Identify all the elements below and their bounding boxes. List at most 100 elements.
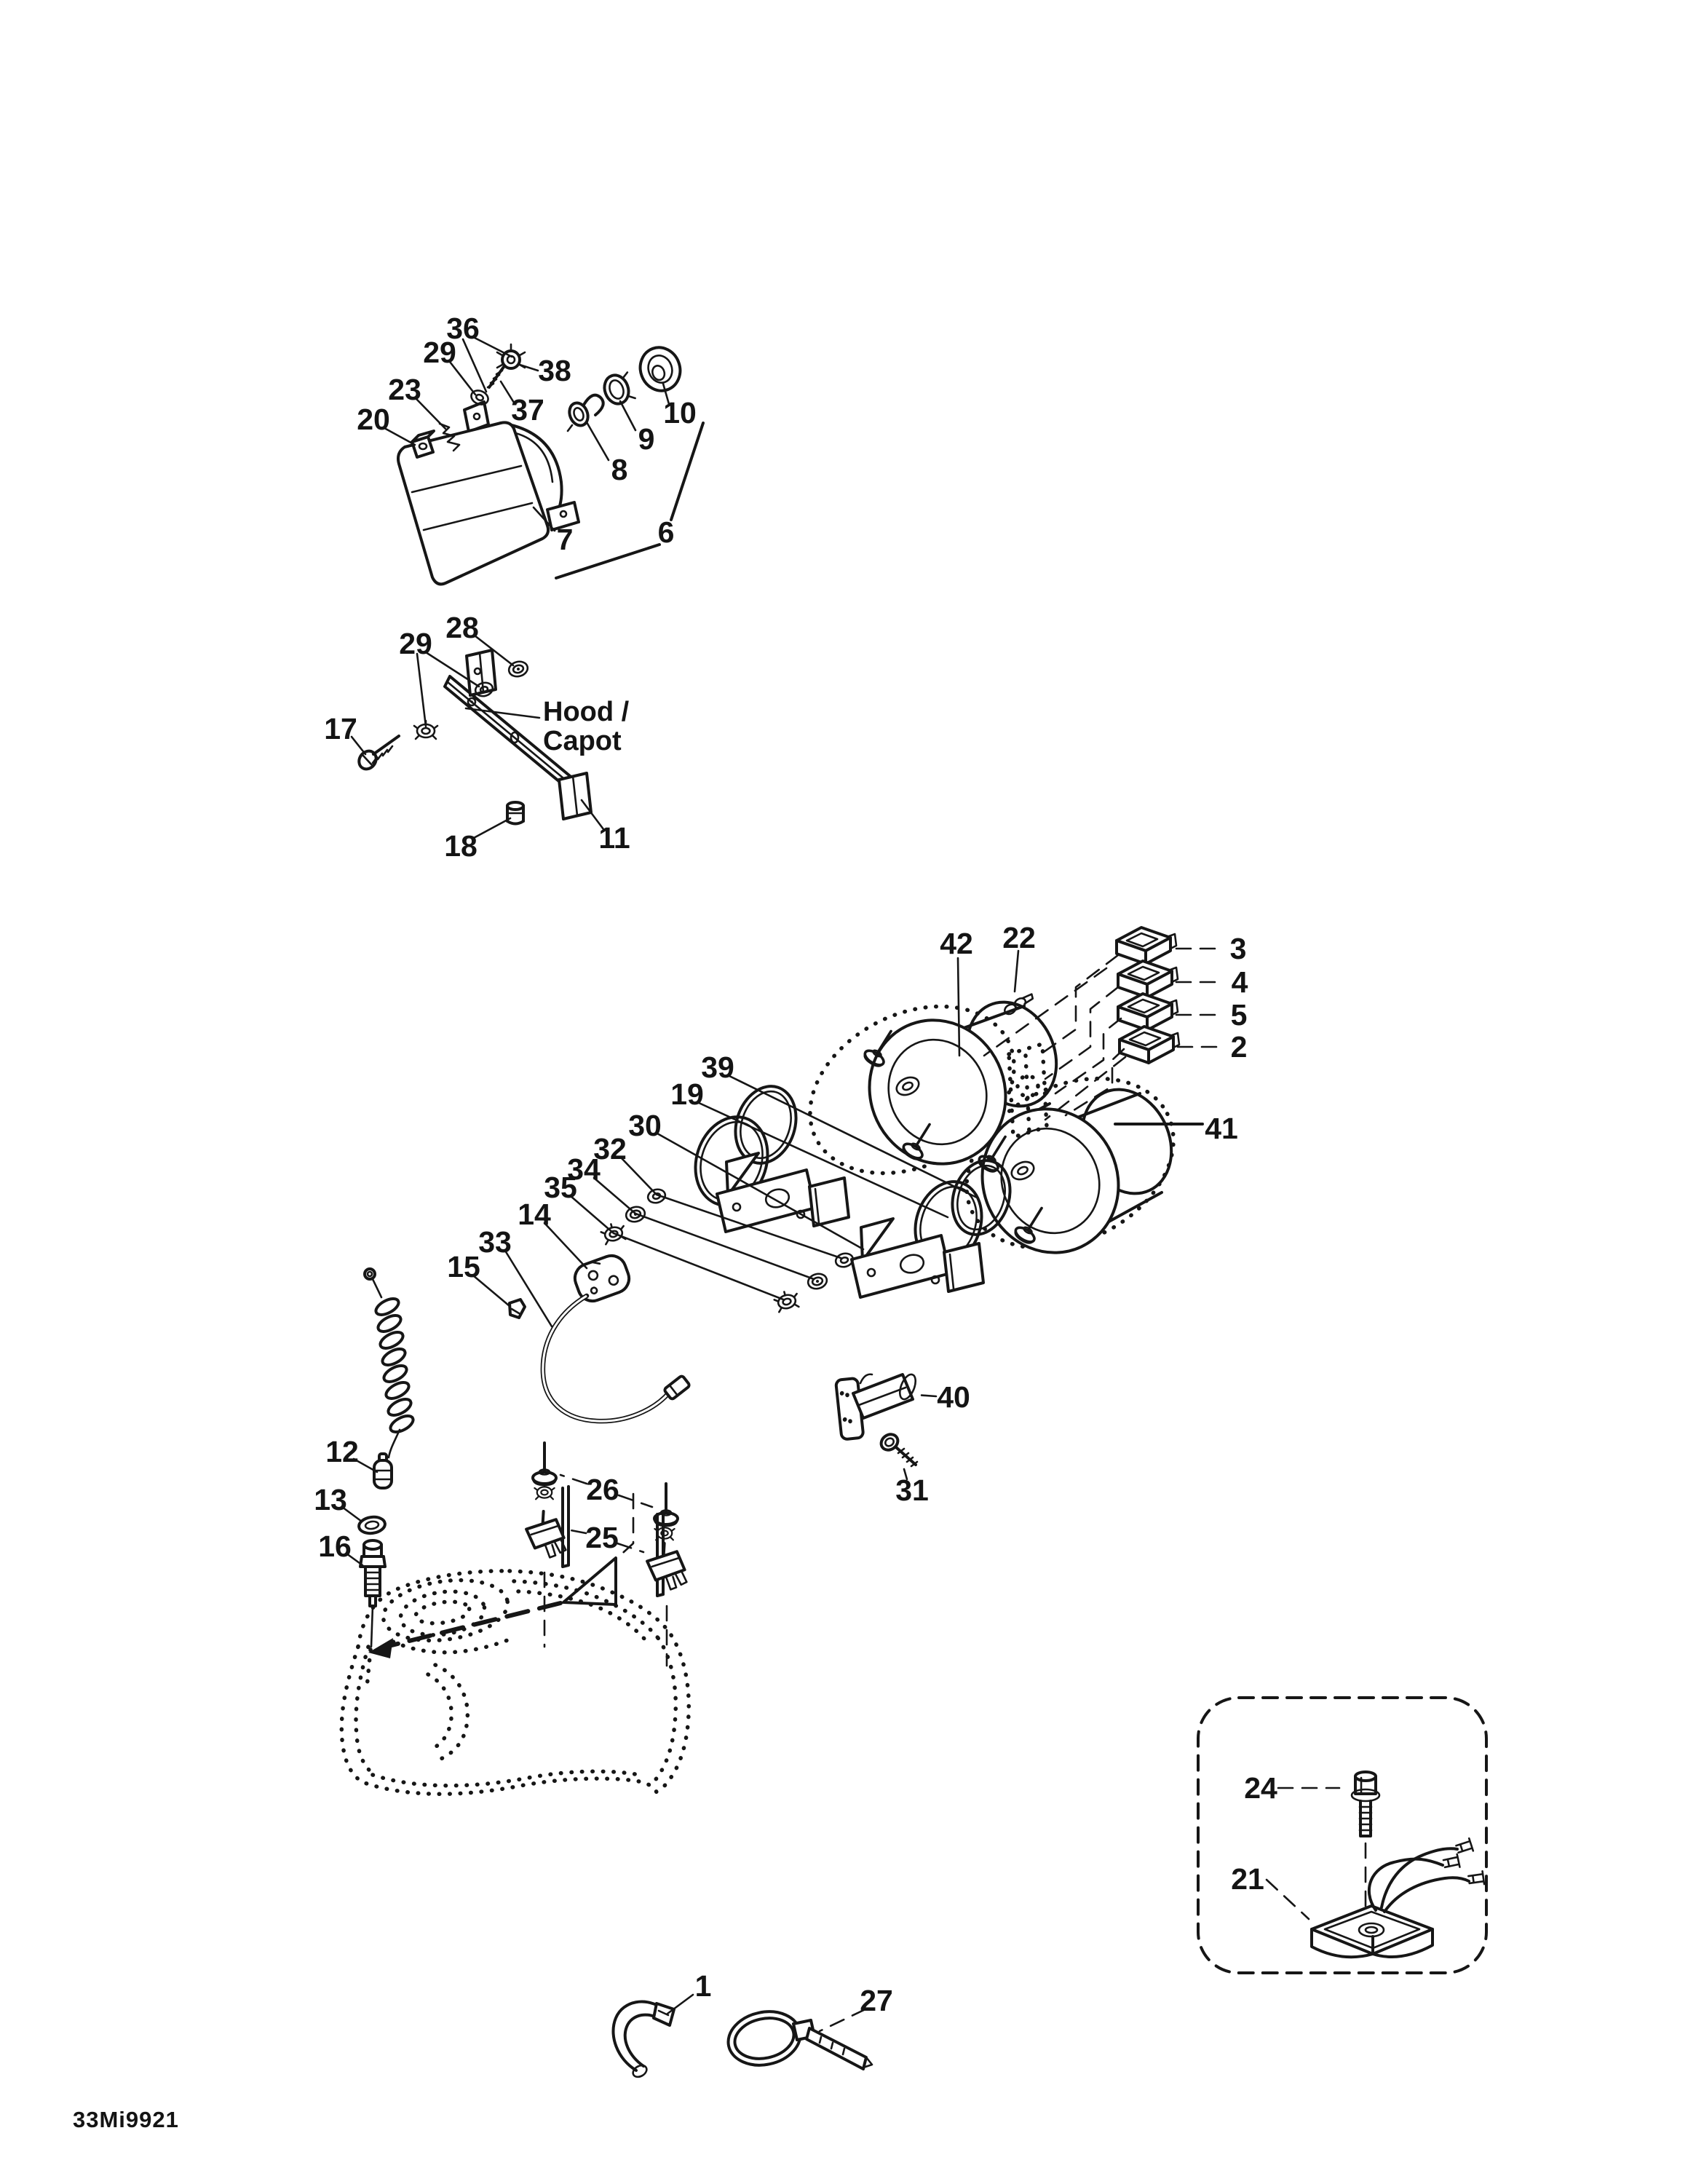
retainer-ring <box>603 371 636 405</box>
coil-40 <box>834 1373 917 1441</box>
install-arrow <box>368 1492 635 1658</box>
mount-bracket-a <box>716 1152 850 1233</box>
adjuster-screw <box>468 343 526 408</box>
connector-2 <box>1118 1025 1181 1064</box>
callout-28: 28 <box>445 611 479 644</box>
switch-leader-lines <box>341 1457 654 1567</box>
grommet-13 <box>357 1515 387 1535</box>
tether-cap-12 <box>373 1452 393 1489</box>
tether-and-switches: 12 13 16 26 25 <box>314 1267 692 1796</box>
callout-9: 9 <box>638 422 655 456</box>
connector-3 <box>1115 926 1178 965</box>
cable-tie-27 <box>726 2010 873 2070</box>
leader-21 <box>1265 1878 1310 1920</box>
callout-23: 23 <box>388 373 421 406</box>
wire-clip-1 <box>611 2000 675 2078</box>
callout-25: 25 <box>585 1521 619 1554</box>
strap-hardware <box>357 658 531 826</box>
phantom-pod-upper <box>808 1004 1016 1176</box>
coil-assembly: 40 31 <box>834 1373 970 1507</box>
callout-8: 8 <box>611 453 628 486</box>
callout-12: 12 <box>325 1435 359 1468</box>
hood-strap-assembly: 28 29 17 18 11 Hood / Capot <box>324 611 630 863</box>
phantom-pod-lower <box>964 1076 1176 1251</box>
connector-housings <box>1115 926 1181 1064</box>
callout-37: 37 <box>511 393 544 427</box>
stud-a <box>531 1441 558 1487</box>
nut-a <box>534 1482 555 1500</box>
callout-15: 15 <box>447 1250 480 1283</box>
screw-22 <box>1004 993 1034 1016</box>
headlight-housing <box>463 400 580 531</box>
callout-14: 14 <box>518 1198 551 1231</box>
screw-17 <box>357 735 400 771</box>
coil-leader <box>914 1393 938 1398</box>
switch-16 <box>359 1539 387 1690</box>
callout-24: 24 <box>1244 1771 1277 1805</box>
callout-26: 26 <box>586 1473 619 1506</box>
callout-17: 17 <box>324 712 357 745</box>
callout-13: 13 <box>314 1483 347 1516</box>
hood-label-line2: Capot <box>543 726 622 756</box>
callout-29-strap: 29 <box>399 627 432 660</box>
callout-29-top: 29 <box>423 336 456 369</box>
screw31-leader <box>903 1468 908 1481</box>
callout-34: 34 <box>567 1152 601 1186</box>
callout-3: 3 <box>1230 932 1247 965</box>
regulator-inset: 24 21 <box>1197 1696 1488 1974</box>
bottom-parts: 1 27 <box>611 1969 893 2078</box>
callout-2: 2 <box>1231 1030 1248 1064</box>
callout-16: 16 <box>318 1530 352 1563</box>
screw-31 <box>879 1433 919 1468</box>
callout-31: 31 <box>895 1473 929 1507</box>
hood-strap-leader-lines <box>350 634 605 840</box>
leader-1 <box>666 1993 694 2015</box>
headlight-assembly: 36 29 38 37 23 20 10 9 8 7 6 <box>357 312 705 586</box>
callout-6: 6 <box>658 515 675 549</box>
headlight-lens <box>397 421 550 586</box>
harness-routing <box>983 954 1127 1139</box>
callout-18: 18 <box>444 829 478 863</box>
callout-27: 27 <box>860 1984 893 2017</box>
bulb-ring <box>638 346 682 392</box>
switch-bracket-b <box>643 1511 689 1597</box>
mount-bracket-b <box>850 1217 985 1299</box>
spring-and-nut <box>411 422 461 459</box>
callout-11: 11 <box>598 821 630 855</box>
clip-15 <box>508 1298 526 1319</box>
callout-30: 30 <box>628 1109 662 1142</box>
callout-33: 33 <box>478 1225 512 1259</box>
callout-40: 40 <box>937 1380 970 1414</box>
callout-20: 20 <box>357 403 390 436</box>
pod-leader-lines <box>472 947 1224 1328</box>
lamp-housing-lower <box>975 1088 1173 1254</box>
callout-7: 7 <box>557 523 574 556</box>
regulator-21 <box>1310 1837 1486 1959</box>
bumper-18 <box>506 801 525 826</box>
callout-4: 4 <box>1232 965 1248 999</box>
coiled-tether-cord <box>363 1267 416 1459</box>
bulb <box>566 393 605 432</box>
callout-41: 41 <box>1205 1112 1238 1145</box>
lamp-pod-assembly: 42 22 3 4 5 2 39 19 30 32 34 35 14 33 15… <box>447 921 1248 1424</box>
callout-22: 22 <box>1002 921 1036 954</box>
switch-bracket-a <box>523 1485 570 1568</box>
cable-33 <box>540 1293 691 1424</box>
connector-4 <box>1117 960 1179 999</box>
callout-21: 21 <box>1231 1862 1264 1896</box>
callout-36: 36 <box>446 312 480 345</box>
leader-27 <box>818 2008 867 2033</box>
callout-1: 1 <box>695 1969 712 2003</box>
callout-19: 19 <box>670 1077 704 1111</box>
callout-39: 39 <box>701 1051 734 1084</box>
callout-35: 35 <box>544 1171 577 1204</box>
switch-plate-14 <box>573 1254 631 1303</box>
callout-10: 10 <box>663 396 697 430</box>
inset-border <box>1197 1696 1488 1974</box>
screw-24 <box>1350 1770 1381 1929</box>
sheet-code: 33Mi9921 <box>73 2107 179 2132</box>
connector-5 <box>1117 992 1179 1032</box>
hood-label-line1: Hood / <box>543 697 630 727</box>
callout-32: 32 <box>593 1132 627 1166</box>
